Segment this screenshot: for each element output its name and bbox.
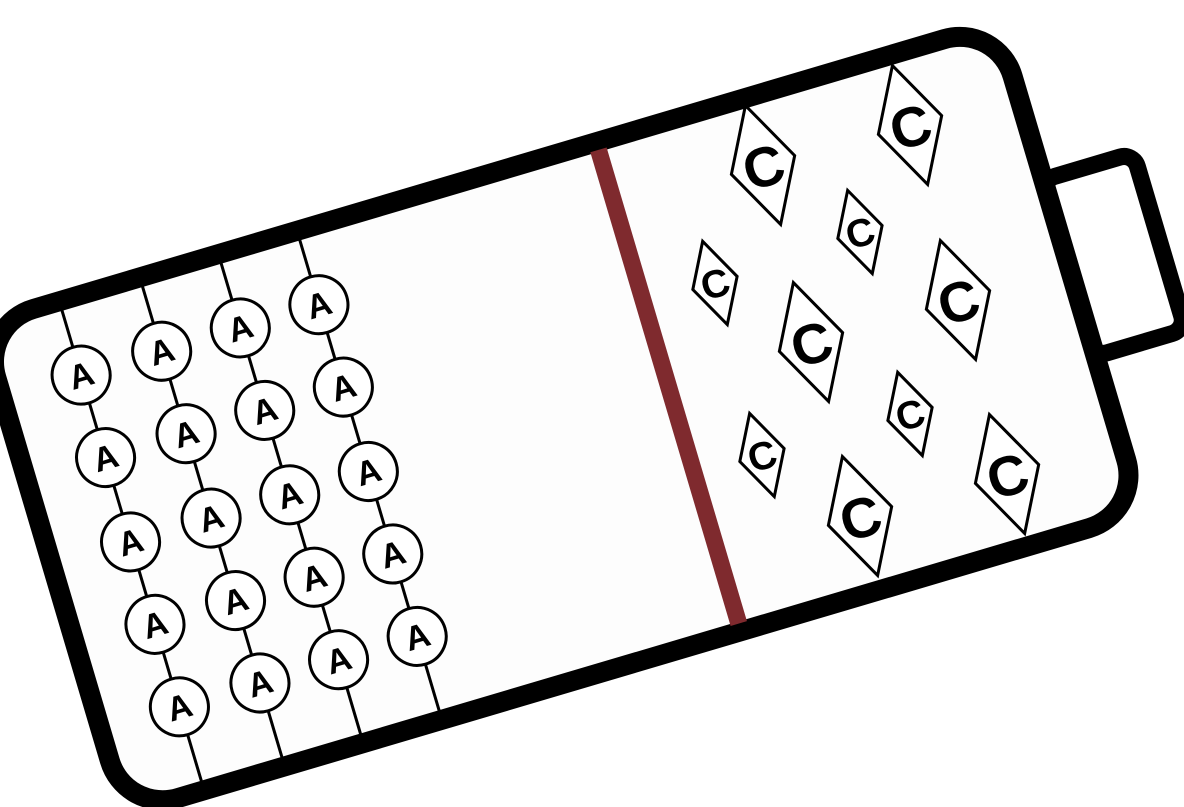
battery-diagram: AAAAAAAAAAAAAAAAAAAA CCCCCCCCCC bbox=[0, 0, 1184, 807]
battery: AAAAAAAAAAAAAAAAAAAA CCCCCCCCCC bbox=[0, 0, 1184, 807]
